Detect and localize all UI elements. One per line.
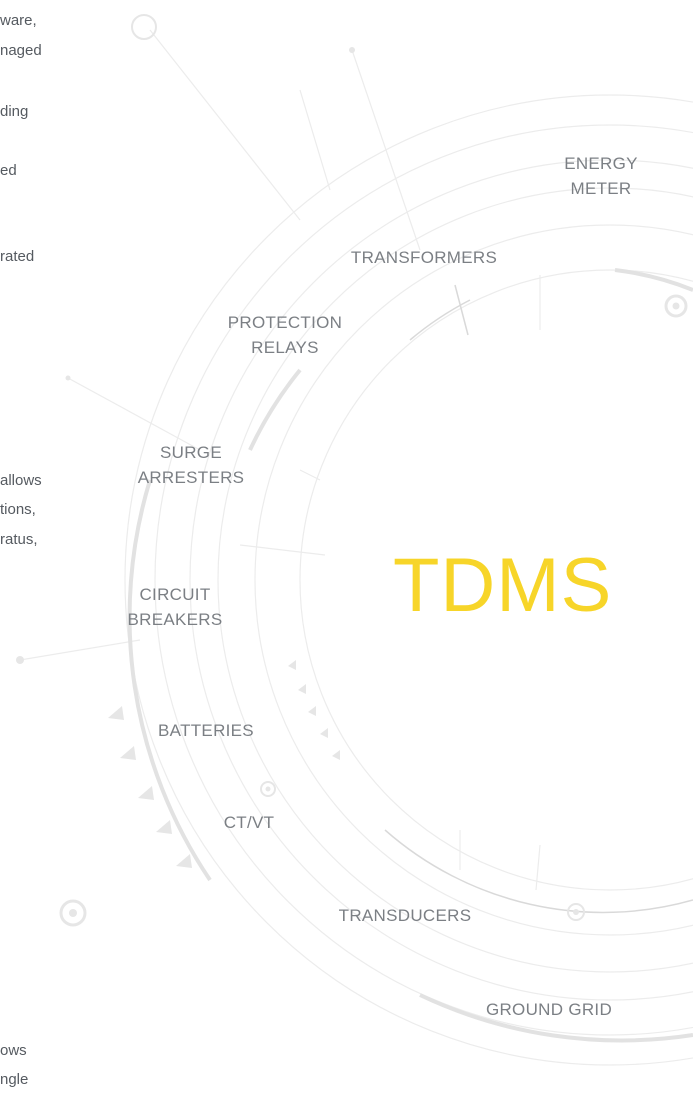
text-fragment: ratus, xyxy=(0,531,38,548)
node-circle-top xyxy=(131,14,157,40)
label-line: TRANSFORMERS xyxy=(350,248,498,267)
label-transformers[interactable]: TRANSFORMERS xyxy=(331,245,517,270)
label-line: CIRCUIT xyxy=(139,585,211,604)
ring-3 xyxy=(189,159,693,1001)
thick-arc-top xyxy=(614,268,693,292)
ring-2 xyxy=(154,124,693,1036)
thick-arc-upper-left xyxy=(248,368,302,451)
target-node-left xyxy=(59,899,87,927)
ring-4 xyxy=(217,187,693,973)
text-fragment: ding xyxy=(0,103,29,120)
label-circuit-breakers[interactable]: CIRCUIT BREAKERS xyxy=(113,582,237,632)
label-line: SURGE xyxy=(160,443,222,462)
label-line: ARRESTERS xyxy=(137,468,245,487)
text-fragment: tions, xyxy=(0,501,36,518)
text-fragment: ngle xyxy=(0,1071,29,1088)
label-transducers[interactable]: TRANSDUCERS xyxy=(317,903,493,928)
label-ground-grid[interactable]: GROUND GRID xyxy=(465,997,633,1022)
target-node-mid xyxy=(260,781,276,797)
label-ct-vt[interactable]: CT/VT xyxy=(209,810,289,835)
label-surge-arresters[interactable]: SURGE ARRESTERS xyxy=(125,440,257,490)
outer-ring xyxy=(124,94,693,1066)
label-line: ENERGY xyxy=(564,154,638,173)
label-line: GROUND GRID xyxy=(485,1000,613,1019)
text-fragment: ware, xyxy=(0,12,37,29)
label-line: BREAKERS xyxy=(127,610,223,629)
text-fragment: naged xyxy=(0,42,42,59)
text-fragment: ows xyxy=(0,1042,27,1059)
label-line: RELAYS xyxy=(251,338,319,357)
label-energy-meter[interactable]: ENERGY METER xyxy=(548,151,654,201)
label-protection-relays[interactable]: PROTECTION RELAYS xyxy=(205,310,365,360)
crosshair-node xyxy=(567,903,585,921)
thick-arc-bottom xyxy=(419,993,693,1043)
thick-arc-left xyxy=(127,479,212,882)
text-fragment: rated xyxy=(0,248,35,265)
inner-ring xyxy=(299,269,693,891)
center-title: TDMS xyxy=(393,543,613,628)
label-line: PROTECTION xyxy=(227,313,343,332)
label-batteries[interactable]: BATTERIES xyxy=(140,718,272,743)
label-line: METER xyxy=(570,179,632,198)
label-line: CT/VT xyxy=(223,813,275,832)
label-line: TRANSDUCERS xyxy=(338,906,472,925)
text-fragment: ed xyxy=(0,162,17,179)
label-line: BATTERIES xyxy=(158,721,254,740)
target-node-right xyxy=(664,294,688,318)
ring-5 xyxy=(254,224,693,936)
text-fragment: allows xyxy=(0,472,42,489)
